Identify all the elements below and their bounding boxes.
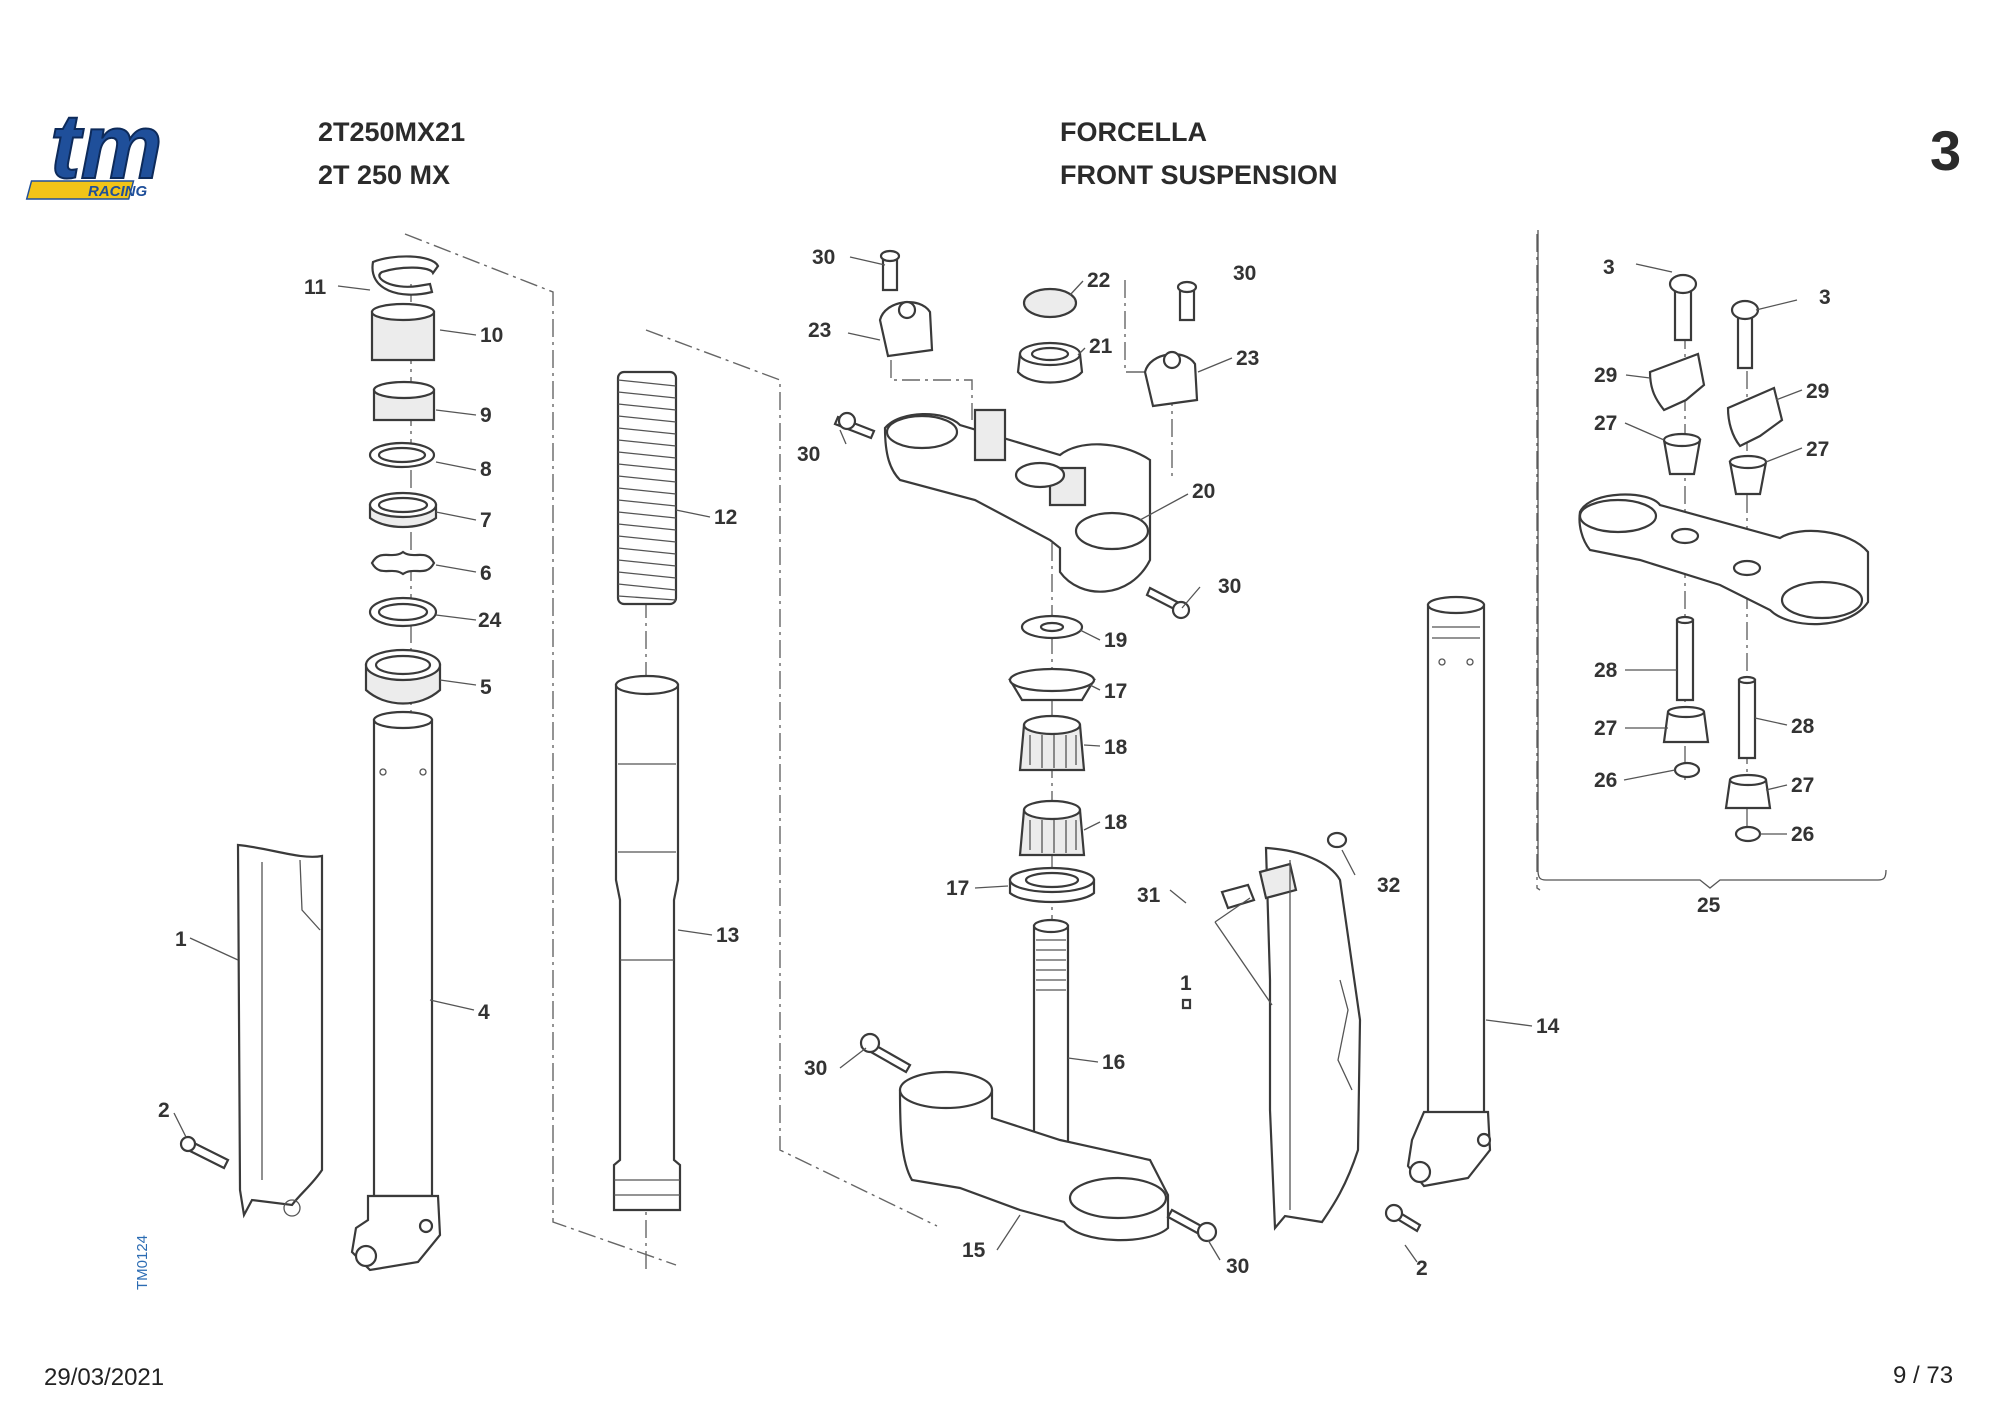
callout-label: 28	[1594, 659, 1618, 682]
callout-label: 16	[1102, 1051, 1125, 1074]
callout-label: 15	[962, 1239, 986, 1262]
callout-label: 7	[480, 509, 492, 532]
upper-triple-clamp	[833, 249, 1199, 620]
callout-label: 17	[1104, 680, 1127, 703]
callout-label: 2	[1416, 1257, 1428, 1280]
callout-label: 27	[1594, 412, 1617, 435]
callout-label: 8	[480, 458, 492, 481]
callout-label: 21	[1089, 335, 1113, 358]
callout-label: 11	[304, 276, 327, 299]
callout-label: 25	[1697, 894, 1721, 917]
callout-label: 32	[1377, 874, 1400, 897]
callout-label: 30	[1218, 575, 1241, 598]
callout-label: 23	[1236, 347, 1259, 370]
model-code: 2T250MX21	[318, 117, 466, 147]
steering-head-bearings	[1008, 614, 1096, 904]
fork-spring	[616, 370, 678, 606]
callout-label: 4	[478, 1001, 490, 1024]
callout-label: 3	[1819, 286, 1831, 309]
callout-label: 5	[480, 676, 492, 699]
callout-label: 30	[1233, 262, 1256, 285]
callout-labels: 1 1 2 2 3 3 4 5 6 7 8 9 10 11 12 13 14 1…	[158, 246, 1831, 1280]
callout-label: 30	[1226, 1255, 1249, 1278]
lower-triple-clamp	[859, 918, 1218, 1243]
callout-label: 10	[480, 324, 503, 347]
callout-label: 26	[1791, 823, 1814, 846]
callout-label: 27	[1791, 774, 1814, 797]
callout-label: 17	[946, 877, 969, 900]
callout-label: 29	[1806, 380, 1829, 403]
callout-label: 29	[1594, 364, 1617, 387]
callout-label: 26	[1594, 769, 1617, 792]
callout-label: 20	[1192, 480, 1215, 503]
section-title-it: FORCELLA	[1060, 117, 1207, 147]
callout-label: 12	[714, 506, 737, 529]
svg-text:RACING: RACING	[88, 183, 147, 200]
callout-label: 6	[480, 562, 492, 585]
callout-leader-lines	[173, 256, 1803, 1263]
callout-label: 30	[804, 1057, 827, 1080]
callout-label: 19	[1104, 629, 1127, 652]
model-name: 2T 250 MX	[318, 160, 451, 190]
callout-label: 22	[1087, 269, 1110, 292]
callout-label: 9	[480, 404, 492, 427]
diagram-code: TM0124	[134, 1235, 151, 1290]
section-number: 3	[1930, 119, 1962, 182]
print-date: 29/03/2021	[44, 1364, 165, 1391]
right-fork-assembly	[1181, 595, 1492, 1233]
fork-inner-tube	[612, 674, 682, 1212]
callout-label: 27	[1806, 438, 1829, 461]
callout-label: 1	[175, 928, 187, 951]
callout-label: 2	[158, 1099, 170, 1122]
left-fork-assembly	[179, 255, 442, 1272]
callout-label: 3	[1603, 256, 1615, 279]
tm-racing-logo: tm RACING	[25, 95, 163, 200]
section-title-en: FRONT SUSPENSION	[1060, 160, 1338, 190]
callout-label: 28	[1791, 715, 1815, 738]
callout-label: 30	[797, 443, 820, 466]
callout-label: 27	[1594, 717, 1617, 740]
clamp-kit-detail	[1537, 230, 1887, 889]
callout-label: 18	[1104, 736, 1128, 759]
callout-label: 1	[1180, 972, 1192, 995]
callout-label: 23	[808, 319, 831, 342]
callout-label: 30	[812, 246, 835, 269]
callout-label: 24	[478, 609, 502, 632]
page-counter: 9 / 73	[1893, 1362, 1954, 1389]
callout-label: 14	[1536, 1015, 1560, 1038]
callout-label: 18	[1104, 811, 1128, 834]
callout-label: 13	[716, 924, 739, 947]
callout-label: 31	[1137, 884, 1161, 907]
